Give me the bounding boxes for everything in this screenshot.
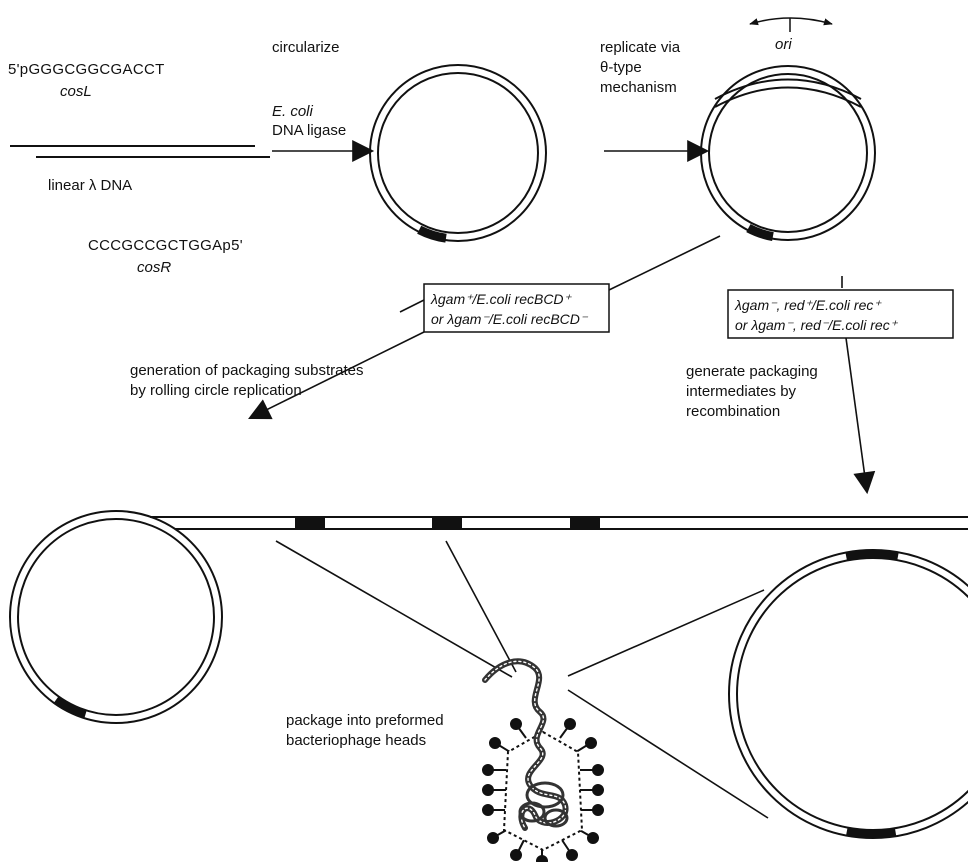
box-right-line1: λgam⁻, red⁺/E.coli rec⁺	[734, 297, 882, 313]
bacteriophage-head	[482, 658, 604, 862]
theta-replicating-circle	[700, 17, 876, 242]
cosL-sequence: 5'pGGGCGGCGACCT	[8, 61, 165, 78]
ecoli-label: E. coli	[272, 103, 314, 120]
box-left-line2: or λgam⁻/E.coli recBCD⁻	[431, 311, 589, 327]
gen-substrates-label-1: generation of packaging substrates	[130, 362, 364, 379]
cosL-label: cosL	[60, 83, 92, 100]
gen-intermediates-label-2: intermediates by	[686, 383, 797, 400]
gen-intermediates-label-1: generate packaging	[686, 363, 818, 380]
rolling-circle-dna	[9, 510, 968, 724]
cos-site-marker	[432, 516, 462, 530]
condition-box-left: λgam⁺/E.coli recBCD⁺ or λgam⁻/E.coli rec…	[423, 283, 610, 333]
cosR-label: cosR	[137, 259, 171, 276]
ori-label: ori	[775, 36, 792, 53]
cos-site-marker	[53, 696, 87, 719]
circularize-label: circularize	[272, 39, 340, 56]
gen-intermediates-label-3: recombination	[686, 403, 780, 420]
box-left-line1: λgam⁺/E.coli recBCD⁺	[430, 291, 573, 307]
cos-site-marker	[845, 549, 899, 561]
cos-site-marker	[845, 827, 897, 839]
cos-site-marker	[746, 224, 774, 242]
linear-dna-label: linear λ DNA	[48, 177, 132, 194]
condition-box-right: λgam⁻, red⁺/E.coli rec⁺ or λgam⁻, red⁻/E…	[727, 289, 954, 339]
box-right-line2: or λgam⁻, red⁻/E.coli rec⁺	[735, 317, 899, 333]
package-label-2: bacteriophage heads	[286, 732, 426, 749]
replicate-label-3: mechanism	[600, 79, 677, 96]
cos-site-marker	[417, 225, 447, 243]
gen-substrates-label-2: by rolling circle replication	[130, 382, 302, 399]
recombination-circle-dna	[728, 549, 968, 839]
ligase-label: DNA ligase	[272, 122, 346, 139]
arrow-segment	[399, 299, 425, 313]
funnel-line	[275, 540, 513, 678]
funnel-line	[567, 589, 765, 677]
cos-site-marker	[295, 516, 325, 530]
package-label-1: package into preformed	[286, 712, 444, 729]
cos-site-marker	[570, 516, 600, 530]
replicate-label-2: θ-type	[600, 59, 642, 76]
circular-dna-1	[369, 64, 547, 243]
cosR-sequence: CCCGCCGCTGGAp5'	[88, 237, 243, 254]
arrow-segment	[608, 235, 721, 291]
funnel-line	[445, 540, 517, 673]
rolling-circle-arrow	[248, 331, 425, 420]
recombination-arrow	[845, 337, 876, 495]
linear-dna	[10, 145, 270, 158]
bidirectional-arrow	[749, 17, 833, 26]
replicate-label-1: replicate via	[600, 39, 681, 56]
funnel-line	[567, 689, 769, 819]
